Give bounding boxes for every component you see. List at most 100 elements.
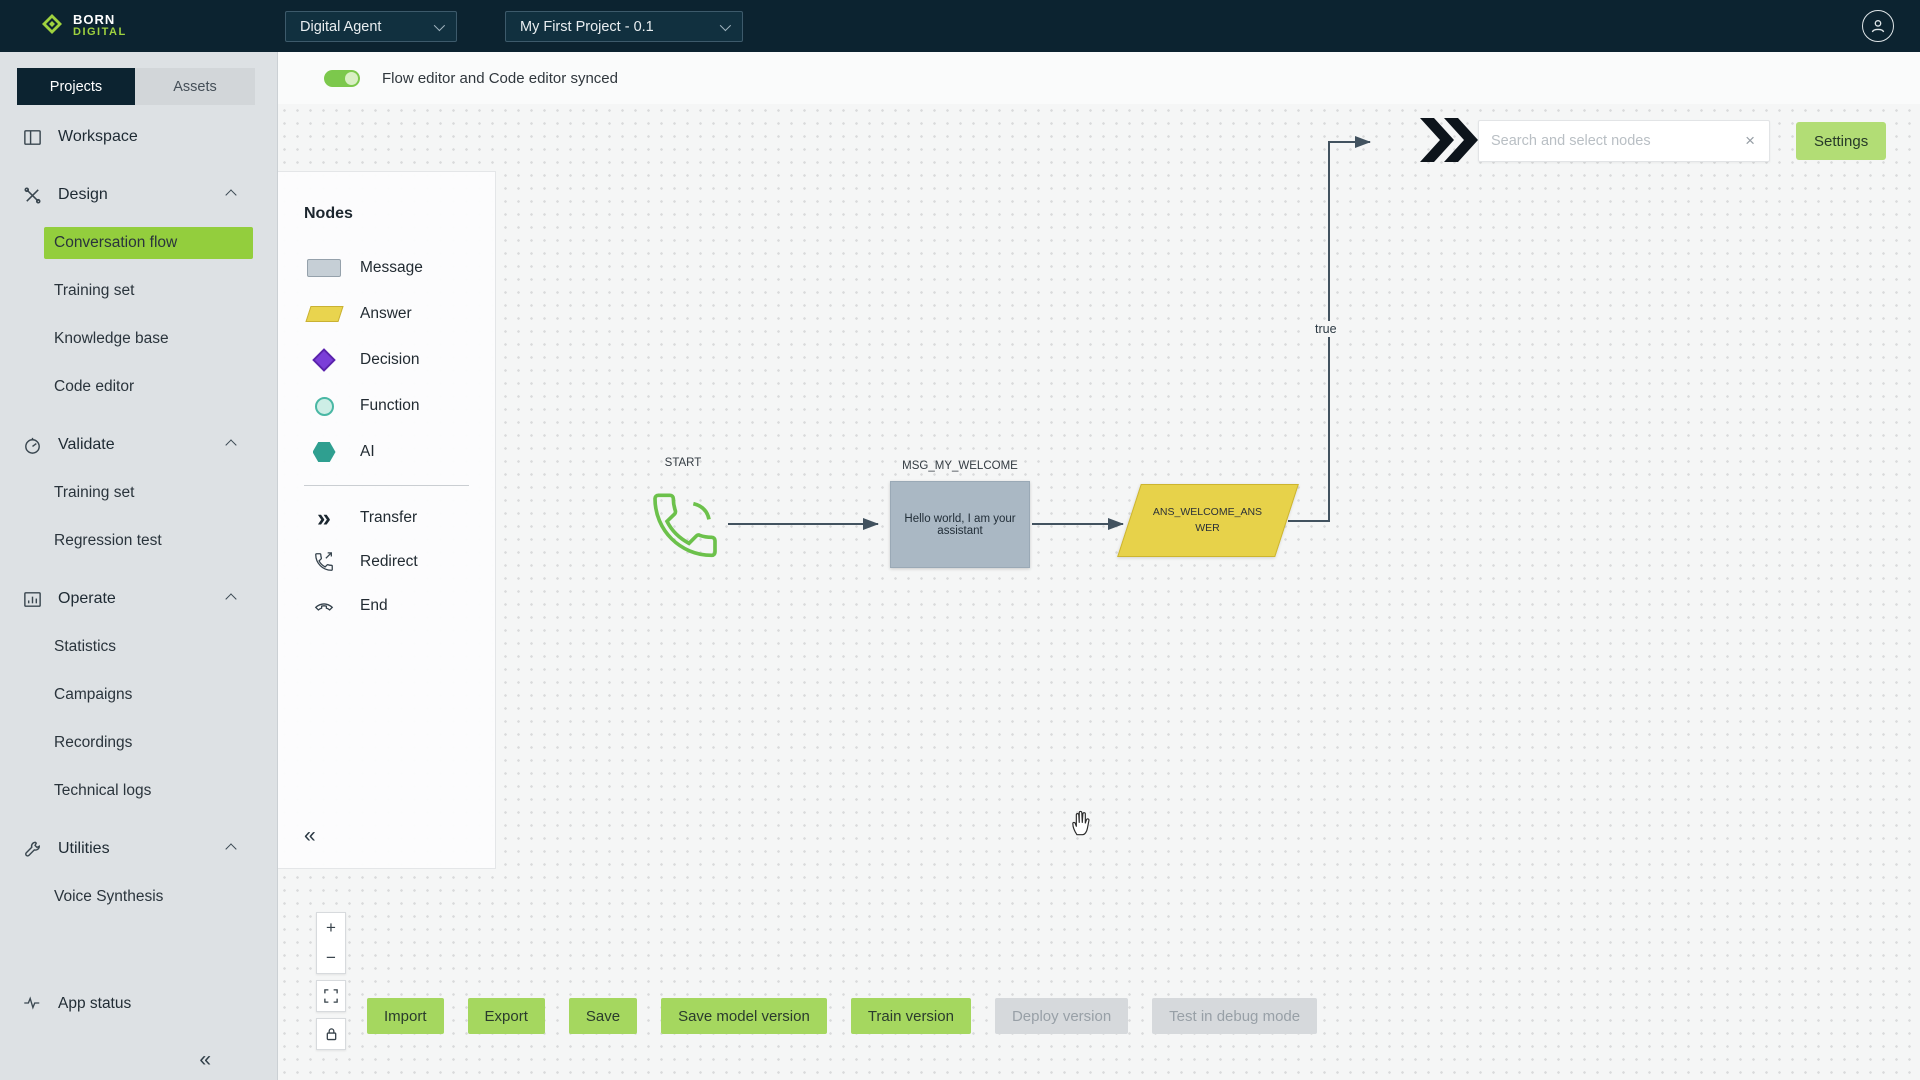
- deploy-version-button[interactable]: Deploy version: [994, 998, 1129, 1034]
- logo-icon: [40, 12, 64, 41]
- save-model-version-button[interactable]: Save model version: [661, 998, 827, 1034]
- sidebar-collapse-button[interactable]: «: [199, 1048, 211, 1071]
- function-shape-icon: [304, 396, 344, 416]
- sidebar-item-code-editor[interactable]: Code editor: [0, 363, 277, 411]
- zoom-controls: + −: [316, 912, 346, 1050]
- palette-item-transfer[interactable]: » Transfer: [304, 496, 495, 540]
- sidebar-group-operate[interactable]: Operate: [0, 575, 277, 623]
- test-debug-mode-button[interactable]: Test in debug mode: [1152, 998, 1318, 1034]
- sync-banner-label: Flow editor and Code editor synced: [382, 69, 618, 87]
- sidebar-item-training-set[interactable]: Training set: [0, 267, 277, 315]
- palette-item-end[interactable]: End: [304, 584, 495, 628]
- app-status[interactable]: App status: [22, 993, 131, 1014]
- palette-label: Decision: [360, 351, 420, 368]
- answer-node[interactable]: ANS_WELCOME_ANS WER: [1117, 484, 1299, 557]
- nav-label: Recordings: [54, 734, 133, 751]
- transfer-target-icon[interactable]: [1418, 116, 1480, 164]
- nodes-panel: Nodes Message Answer Decision Function A…: [278, 171, 496, 869]
- logo-line1: BORN: [73, 12, 116, 28]
- nav-label: Training set: [54, 484, 135, 501]
- nav-label: Conversation flow: [54, 234, 178, 251]
- person-icon: [1871, 20, 1885, 33]
- flow-canvas[interactable]: Nodes Message Answer Decision Function A…: [278, 104, 1920, 1080]
- nav-label: Validate: [58, 436, 115, 453]
- palette-item-ai[interactable]: AI: [304, 429, 495, 475]
- sidebar-item-conversation-flow[interactable]: Conversation flow: [0, 219, 277, 267]
- lock-button[interactable]: [317, 1019, 345, 1049]
- status-pulse-icon: [22, 993, 43, 1014]
- fit-view-button[interactable]: [317, 981, 345, 1011]
- sidebar-tabs: Projects Assets: [17, 68, 255, 105]
- palette-divider: [304, 485, 469, 486]
- agent-dropdown[interactable]: Digital Agent: [285, 11, 457, 42]
- project-dropdown[interactable]: My First Project - 0.1: [505, 11, 743, 42]
- tab-projects[interactable]: Projects: [17, 68, 135, 105]
- palette-item-message[interactable]: Message: [304, 245, 495, 291]
- chevron-down-icon: [433, 19, 446, 31]
- nav-label: Design: [58, 186, 108, 203]
- panel-collapse-button[interactable]: «: [304, 824, 316, 847]
- nav-label: Utilities: [58, 840, 110, 857]
- chevron-down-icon: [719, 19, 732, 31]
- palette-label: AI: [360, 443, 375, 460]
- nav-label: Code editor: [54, 378, 135, 395]
- message-node-title: MSG_MY_WELCOME: [902, 460, 1018, 472]
- sidebar-item-validate-training-set[interactable]: Training set: [0, 469, 277, 517]
- toggle-knob: [345, 71, 358, 85]
- palette-item-function[interactable]: Function: [304, 383, 495, 429]
- message-node[interactable]: Hello world, I am your assistant: [890, 481, 1030, 568]
- chevron-up-icon: [225, 189, 237, 201]
- settings-button[interactable]: Settings: [1796, 122, 1887, 160]
- zoom-out-button[interactable]: −: [326, 948, 336, 967]
- train-version-button[interactable]: Train version: [850, 998, 971, 1034]
- redirect-icon: [304, 551, 344, 573]
- end-call-icon: [304, 595, 344, 617]
- palette-item-decision[interactable]: Decision: [304, 337, 495, 383]
- sidebar-item-campaigns[interactable]: Campaigns: [0, 671, 277, 719]
- sidebar-item-regression-test[interactable]: Regression test: [0, 517, 277, 565]
- palette-item-answer[interactable]: Answer: [304, 291, 495, 337]
- answer-node-label: ANS_WELCOME_ANS WER: [1153, 505, 1263, 534]
- sidebar-group-utilities[interactable]: Utilities: [0, 825, 277, 873]
- sidebar-item-knowledge-base[interactable]: Knowledge base: [0, 315, 277, 363]
- palette-item-redirect[interactable]: Redirect: [304, 540, 495, 584]
- import-button[interactable]: Import: [367, 998, 444, 1034]
- sidebar-item-recordings[interactable]: Recordings: [0, 719, 277, 767]
- hand-cursor: [1068, 809, 1094, 842]
- edge-label-true: true: [1309, 321, 1343, 337]
- node-search: ×: [1478, 120, 1770, 162]
- sidebar-group-validate[interactable]: Validate: [0, 421, 277, 469]
- zoom-in-button[interactable]: +: [326, 918, 336, 937]
- active-highlight: [44, 227, 253, 259]
- design-icon: [22, 185, 43, 206]
- export-button[interactable]: Export: [467, 998, 545, 1034]
- nav-label: Voice Synthesis: [54, 888, 164, 905]
- nav-label: Training set: [54, 282, 135, 299]
- palette-label: Message: [360, 259, 423, 276]
- top-bar: BORN DIGITAL Digital Agent My First Proj…: [0, 0, 1920, 52]
- sidebar-group-design[interactable]: Design: [0, 171, 277, 219]
- chevron-up-icon: [225, 843, 237, 855]
- palette-label: Answer: [360, 305, 412, 322]
- sidebar-item-workspace[interactable]: Workspace: [0, 113, 277, 161]
- sidebar-item-voice-synthesis[interactable]: Voice Synthesis: [0, 873, 277, 921]
- nav-label: Workspace: [58, 128, 138, 145]
- sidebar-item-technical-logs[interactable]: Technical logs: [0, 767, 277, 815]
- sync-banner: Flow editor and Code editor synced: [278, 52, 1920, 104]
- save-button[interactable]: Save: [568, 998, 638, 1034]
- nav-label: Statistics: [54, 638, 117, 655]
- nav-label: Campaigns: [54, 686, 133, 703]
- clear-search-icon[interactable]: ×: [1745, 131, 1755, 150]
- flow-edges: [728, 136, 1371, 530]
- node-search-input[interactable]: [1491, 133, 1744, 149]
- workspace-icon: [22, 127, 43, 148]
- tab-assets[interactable]: Assets: [135, 68, 255, 105]
- sync-toggle[interactable]: [324, 69, 360, 87]
- utilities-icon: [22, 839, 43, 860]
- palette-label: End: [360, 597, 388, 614]
- nav-label: Regression test: [54, 532, 162, 549]
- user-avatar[interactable]: [1862, 10, 1894, 42]
- sidebar-item-statistics[interactable]: Statistics: [0, 623, 277, 671]
- start-node[interactable]: [645, 478, 725, 566]
